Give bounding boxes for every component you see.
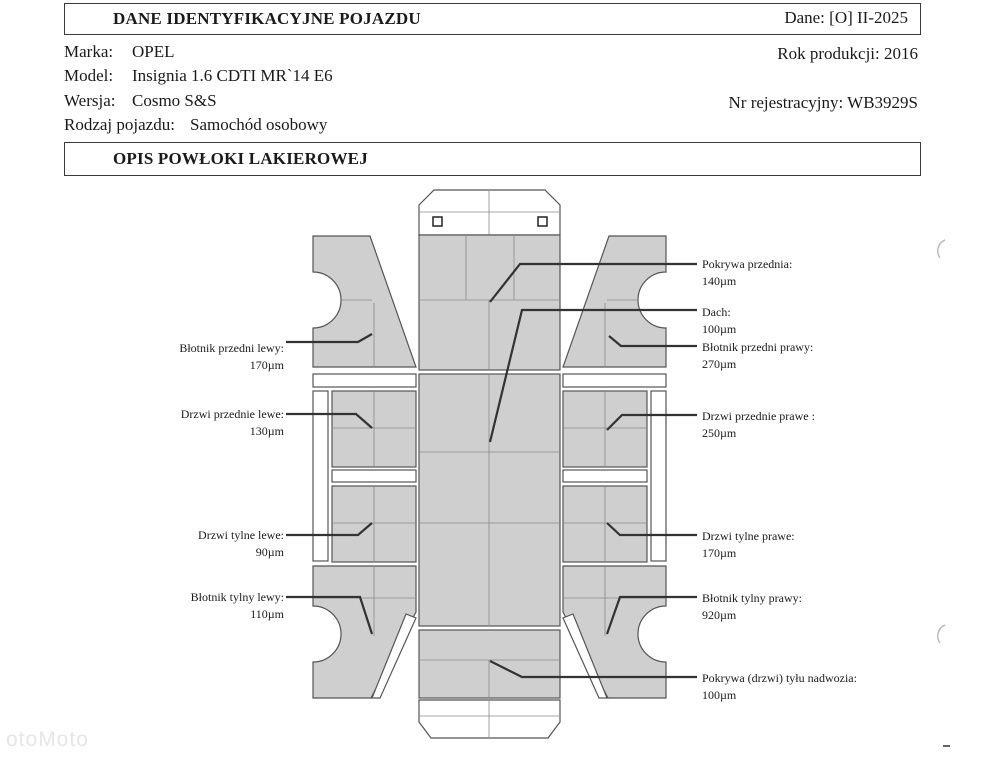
leader-fender-rear-left <box>286 595 374 635</box>
model-label: Model: <box>64 66 114 85</box>
leader-door-front-right <box>606 413 697 431</box>
door-front-left <box>331 390 417 468</box>
label-fender-rear-left: Błotnik tylny lewy: 110µm <box>190 590 284 621</box>
sill-front-left <box>312 373 417 388</box>
document-date: Dane: [O] II-2025 <box>784 8 908 27</box>
paint-section-header: OPIS POWŁOKI LAKIEROWEJ <box>64 142 921 176</box>
leader-door-rear-right <box>606 522 697 537</box>
label-door-rear-left: Drzwi tylne lewe: 90µm <box>198 528 284 559</box>
leader-door-rear-left <box>286 522 373 537</box>
make-value: OPEL <box>132 42 175 61</box>
version-label: Wersja: <box>64 91 116 110</box>
paint-section-title: OPIS POWŁOKI LAKIEROWEJ <box>113 149 368 168</box>
leader-fender-rear-right <box>605 595 697 635</box>
front-fender-left <box>312 235 417 368</box>
rear-bumper <box>418 699 561 739</box>
door-rear-left <box>331 485 417 563</box>
front-fender-right <box>562 235 667 368</box>
model-value: Insignia 1.6 CDTI MR`14 E6 <box>132 66 333 85</box>
sill-front-right <box>562 373 667 388</box>
registration-number: Nr rejestracyjny: WB3929S <box>728 93 918 112</box>
right-rocker <box>650 390 667 562</box>
leader-fender-front-right <box>608 335 697 348</box>
rear-fender-right <box>562 565 667 699</box>
b-pillar-right <box>562 469 648 483</box>
roof-panel <box>418 373 561 627</box>
production-year: Rok produkcji: 2016 <box>777 44 918 63</box>
door-rear-right <box>562 485 648 563</box>
b-pillar-left <box>331 469 417 483</box>
identification-header: DANE IDENTYFIKACYJNE POJAZDU Dane: [O] I… <box>64 3 921 35</box>
vehicle-type-value: Samochód osobowy <box>190 115 328 134</box>
label-door-front-right: Drzwi przednie prawe : 250µm <box>702 409 815 440</box>
watermark-logo: otoMoto <box>6 728 89 751</box>
label-fender-rear-right: Błotnik tylny prawy: 920µm <box>702 591 802 622</box>
left-rocker <box>312 390 329 562</box>
front-bumper <box>418 189 561 236</box>
label-door-rear-right: Drzwi tylne prawe: 170µm <box>702 529 795 560</box>
vehicle-type-label: Rodzaj pojazdu: <box>64 115 175 134</box>
version-value: Cosmo S&S <box>132 91 217 110</box>
label-roof: Dach: 100µm <box>702 305 737 336</box>
label-fender-front-left: Błotnik przedni lewy: 170µm <box>179 341 284 372</box>
make-label: Marka: <box>64 42 114 61</box>
label-hood: Pokrywa przednia: 140µm <box>702 257 793 288</box>
label-fender-front-right: Błotnik przedni prawy: 270µm <box>702 340 814 371</box>
leader-door-front-left <box>286 412 373 429</box>
leader-fender-front-left <box>286 333 373 344</box>
tailgate-panel <box>418 629 561 699</box>
leader-roof <box>488 308 697 443</box>
label-tailgate: Pokrywa (drzwi) tyłu nadwozia: 100µm <box>702 671 857 702</box>
leader-tailgate <box>489 660 697 679</box>
leader-hood <box>489 262 697 303</box>
label-door-front-left: Drzwi przednie lewe: 130µm <box>180 407 284 438</box>
punch-hole-top <box>937 239 946 259</box>
punch-hole-bottom <box>937 624 946 644</box>
identification-title: DANE IDENTYFIKACYJNE POJAZDU <box>113 9 421 28</box>
rear-fender-left <box>312 565 417 699</box>
hood-panel <box>418 234 561 371</box>
door-front-right <box>562 390 648 468</box>
